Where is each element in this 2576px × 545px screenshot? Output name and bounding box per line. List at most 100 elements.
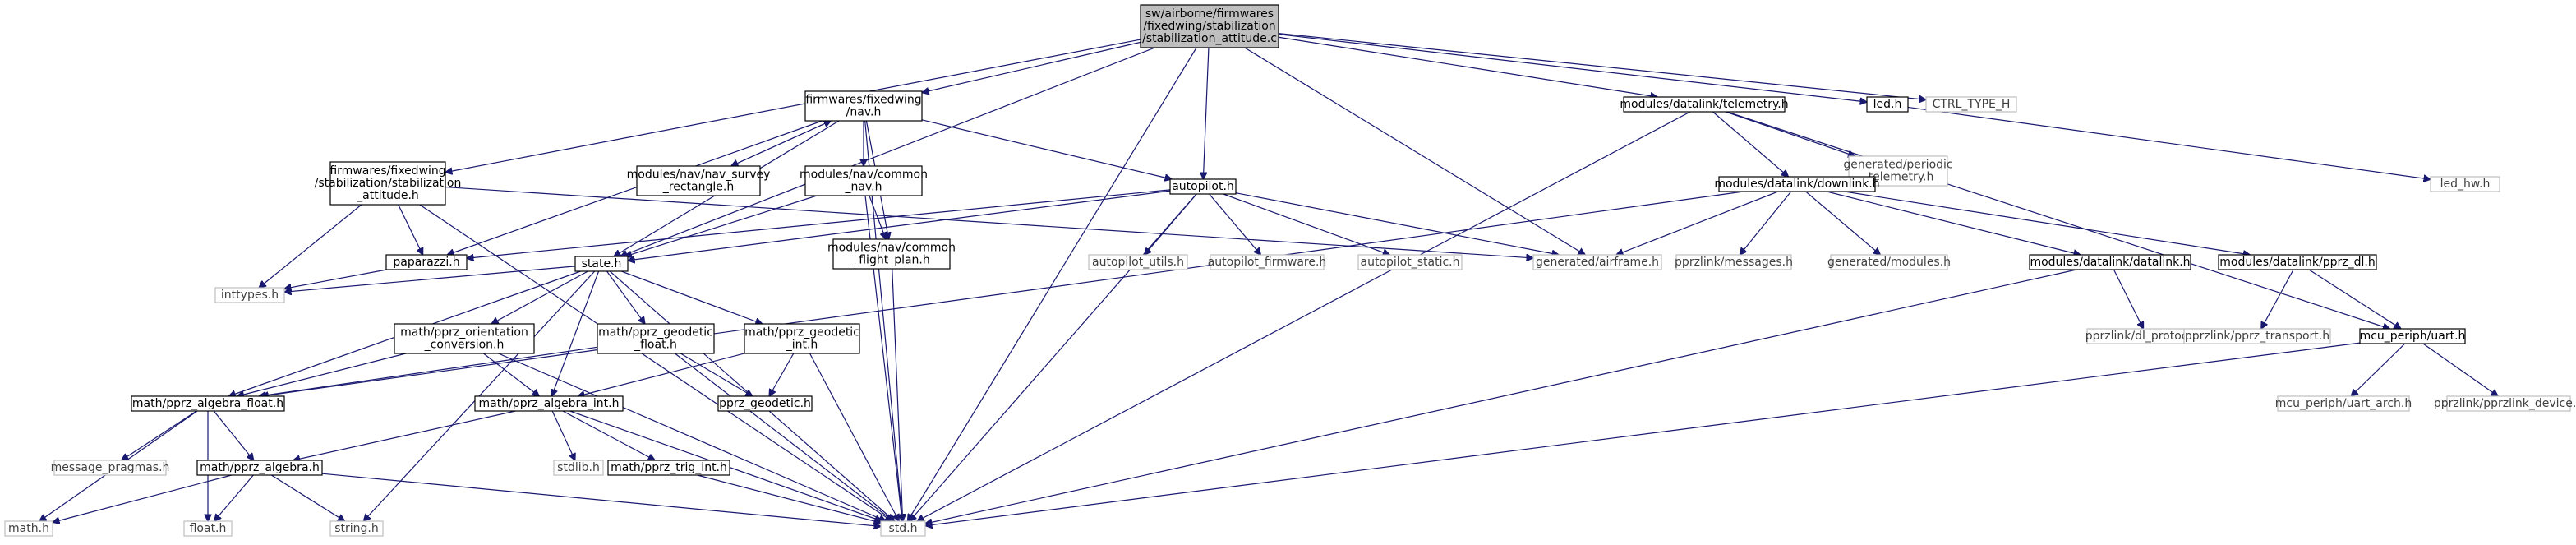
node-label-line: string.h: [334, 522, 379, 535]
node-label-line: firmwares/fixedwing: [329, 164, 445, 178]
edge-stateh-to-geofloat: [606, 270, 645, 324]
node-box: [636, 165, 761, 196]
node-autopilot[interactable]: autopilot.h: [1169, 178, 1237, 195]
node-box: [574, 256, 629, 272]
node-label-line: modules/datalink/downlink.h: [1714, 178, 1879, 191]
edge-algint-to-trigint: [562, 410, 655, 460]
edge-navcommon-to-flightplan: [869, 195, 886, 239]
edge-algebra-to-mathh: [53, 474, 232, 522]
node-navsurvey[interactable]: modules/nav/nav_survey_rectangle.h: [627, 165, 771, 196]
node-root[interactable]: sw/airborne/firmwares/fixedwing/stabiliz…: [1140, 4, 1279, 48]
edge-stabhdr-to-airframe: [445, 186, 1533, 258]
node-telemetry[interactable]: modules/datalink/telemetry.h: [1620, 96, 1789, 113]
edge-uart-to-pprzdev: [2422, 343, 2498, 396]
node-stabhdr[interactable]: firmwares/fixedwing/stabilization/stabil…: [315, 161, 462, 206]
node-modules: generated/modules.h: [1827, 254, 1951, 270]
node-label-line: paparazzi.h: [393, 256, 459, 269]
node-label-line: autopilot_static.h: [1361, 256, 1460, 269]
node-label-line: math/pprz_algebra.h: [200, 461, 320, 474]
node-messages: pprzlink/messages.h: [1675, 254, 1793, 270]
node-geoint[interactable]: math/pprz_geodetic_int.h: [744, 323, 860, 354]
edge-datalinkh-to-stdh: [925, 269, 2077, 524]
node-box: [183, 520, 233, 537]
node-box: [1169, 178, 1237, 195]
node-airframe: generated/airframe.h: [1532, 254, 1662, 270]
node-label-line: math/pprz_algebra_float.h: [132, 397, 283, 410]
node-box: [4, 520, 53, 537]
edge-trigint-to-stdh: [697, 474, 881, 523]
node-label-line: stdlib.h: [557, 461, 600, 474]
node-apu: autopilot_utils.h: [1088, 254, 1188, 270]
node-ledh[interactable]: led.h: [1866, 96, 1909, 113]
node-label-line: _flight_plan.h: [852, 254, 930, 267]
node-geofloat[interactable]: math/pprz_geodetic_float.h: [597, 323, 715, 354]
node-label-line: autopilot_utils.h: [1092, 256, 1184, 269]
node-label-line: pprz_geodetic.h: [719, 397, 811, 410]
node-algint[interactable]: math/pprz_algebra_int.h: [474, 395, 624, 412]
node-label-line: _float.h: [634, 339, 677, 352]
node-flightplan[interactable]: modules/nav/common_flight_plan.h: [827, 238, 956, 270]
edge-telemetry-to-periodic: [1726, 111, 1855, 156]
node-datalinkh[interactable]: modules/datalink/datalink.h: [2029, 254, 2191, 270]
node-label-line: led.h: [1873, 98, 1902, 111]
node-label-line: modules/datalink/pprz_dl.h: [2219, 256, 2375, 269]
node-pprzdev: pprzlink/pprzlink_device.h: [2434, 395, 2576, 412]
node-navcommon[interactable]: modules/nav/common_nav.h: [800, 165, 928, 196]
edge-flightplan-to-stdh: [892, 268, 903, 521]
node-algebra[interactable]: math/pprz_algebra.h: [196, 460, 323, 476]
node-label-line: std.h: [889, 522, 918, 535]
node-algfloat[interactable]: math/pprz_algebra_float.h: [131, 395, 285, 412]
node-label-line: modules/nav/common: [827, 242, 956, 255]
node-box: [131, 395, 285, 412]
edge-downlink-to-algfloat: [261, 191, 1744, 396]
node-stateh[interactable]: state.h: [574, 256, 629, 272]
node-aps: autopilot_static.h: [1357, 254, 1463, 270]
node-box: [1718, 176, 1876, 192]
node-box: [474, 395, 624, 412]
node-label-line: math/pprz_trig_int.h: [611, 461, 727, 474]
edge-orient-to-algfloat: [237, 353, 407, 396]
node-orient[interactable]: math/pprz_orientation_conversion.h: [394, 323, 535, 354]
edge-uart-to-stdh: [925, 342, 2361, 525]
node-ledhw: led_hw.h: [2430, 176, 2500, 192]
node-label-line: state.h: [582, 257, 622, 270]
node-msgpragmas: message_pragmas.h: [51, 460, 169, 476]
node-geodetic[interactable]: pprz_geodetic.h: [717, 395, 813, 412]
node-box: [553, 460, 604, 476]
node-stdh: std.h: [880, 520, 926, 537]
node-navh[interactable]: firmwares/fixedwing/nav.h: [804, 90, 923, 122]
edge-geofloat-to-geodetic: [680, 353, 753, 396]
node-downlink[interactable]: modules/datalink/downlink.h: [1714, 176, 1880, 192]
node-label-line: pprzlink/dl_protocol.h: [2085, 330, 2210, 343]
node-label-line: mcu_periph/uart.h: [2360, 330, 2466, 343]
edge-root-to-ledh: [1278, 34, 1867, 102]
edge-root-to-ctrltype: [1278, 33, 1926, 100]
node-label-line: modules/nav/nav_survey: [627, 169, 771, 182]
edge-navsurvey-to-navh: [730, 121, 831, 167]
node-box: [804, 90, 923, 122]
node-label-line: float.h: [190, 522, 227, 535]
edge-autopilot-to-aps: [1223, 193, 1390, 255]
edge-stabhdr-to-paparazzi: [398, 204, 423, 255]
edge-orient-to-stdh: [498, 353, 887, 521]
node-pprztrans: pprzlink/pprz_transport.h: [2183, 328, 2331, 344]
node-label-line: modules/datalink/datalink.h: [2030, 256, 2190, 269]
node-uart[interactable]: mcu_periph/uart.h: [2359, 328, 2466, 344]
node-box: [1532, 254, 1662, 270]
node-trigint[interactable]: math/pprz_trig_int.h: [607, 460, 730, 476]
node-label-line: math/pprz_geodetic: [744, 326, 859, 339]
node-paparazzi[interactable]: paparazzi.h: [385, 254, 468, 270]
node-box: [804, 165, 923, 196]
node-label-line: autopilot_firmware.h: [1208, 256, 1327, 269]
edge-telemetry-to-downlink: [1712, 111, 1788, 177]
node-mathh: math.h: [4, 520, 53, 537]
node-label-line: mcu_periph/uart_arch.h: [2275, 397, 2412, 410]
edge-autopilot-to-paparazzi: [467, 189, 1171, 258]
node-label-line: math/pprz_algebra_int.h: [479, 397, 620, 410]
node-pprzdl[interactable]: modules/datalink/pprz_dl.h: [2218, 254, 2377, 270]
edge-telemetry-to-uart: [1726, 111, 2390, 329]
node-box: [1210, 254, 1325, 270]
edge-ledh-to-ledhw: [1907, 106, 2431, 179]
node-box: [2359, 328, 2466, 344]
edge-orient-to-algint: [483, 353, 539, 396]
